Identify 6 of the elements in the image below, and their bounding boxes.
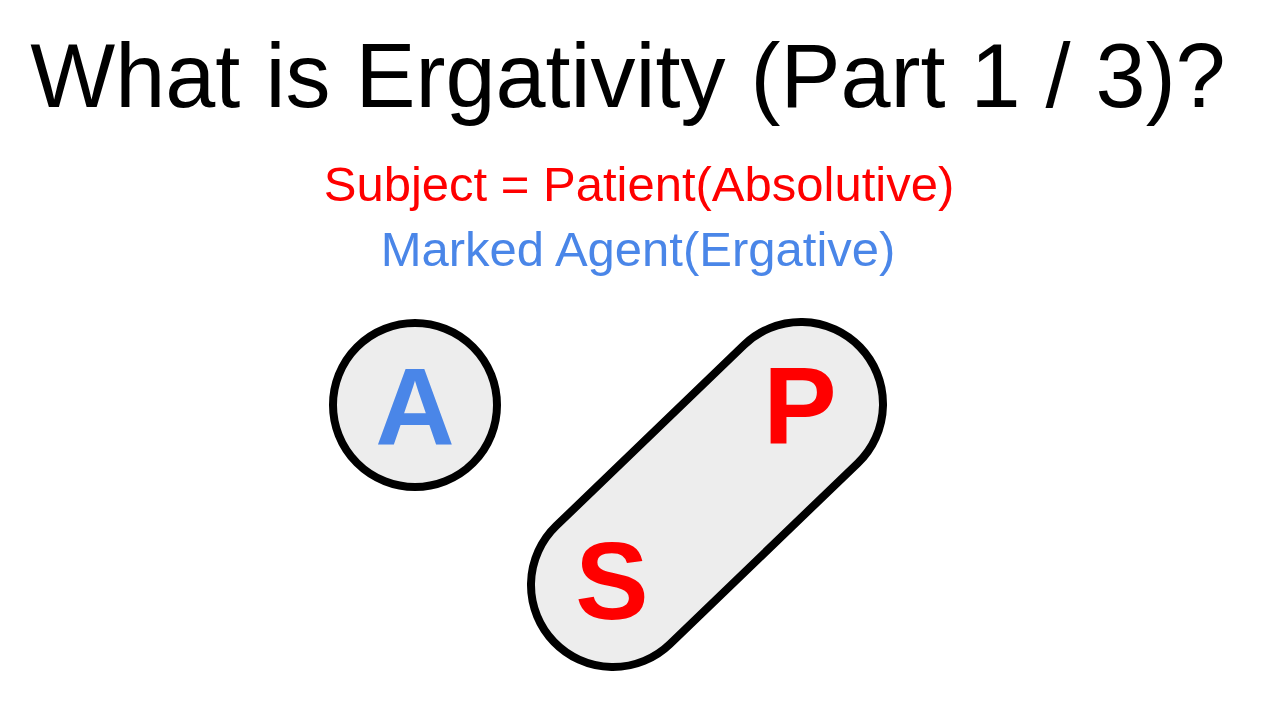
letter-label: P — [763, 343, 837, 469]
letter-label: S — [575, 518, 649, 644]
subtitle-line: Marked Agent(Ergative) — [380, 221, 896, 278]
subtitle-line: Subject = Patient(Absolutive) — [323, 156, 955, 213]
slide-title: What is Ergativity (Part 1 / 3)? — [30, 25, 1226, 128]
letter-label: A — [375, 343, 455, 469]
